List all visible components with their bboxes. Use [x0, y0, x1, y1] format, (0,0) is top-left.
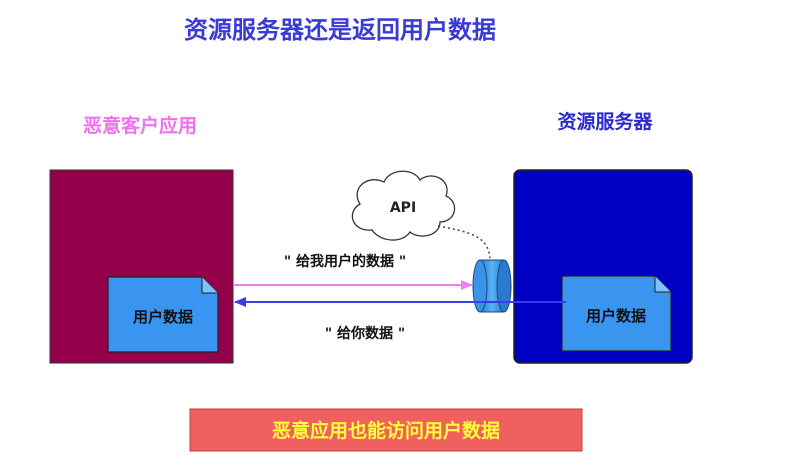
- request-label: " 给我用户的数据 ": [284, 253, 406, 270]
- response-label: " 给你数据 ": [325, 325, 405, 342]
- server-label: 资源服务器: [557, 110, 653, 133]
- api-connector-line: [437, 225, 491, 259]
- server-doc-label: 用户数据: [586, 307, 646, 325]
- client-user-data-document: 用户数据: [107, 276, 219, 353]
- client-label: 恶意客户应用: [83, 114, 197, 137]
- bottom-banner-text: 恶意应用也能访问用户数据: [272, 419, 500, 442]
- api-endpoint-cylinder: [472, 259, 512, 313]
- server-user-data-document: 用户数据: [561, 275, 672, 352]
- page-title: 资源服务器还是返回用户数据: [184, 16, 496, 44]
- api-cloud: API: [351, 170, 456, 241]
- bottom-banner: 恶意应用也能访问用户数据: [189, 408, 583, 452]
- client-doc-label: 用户数据: [133, 308, 193, 326]
- api-label: API: [390, 200, 416, 216]
